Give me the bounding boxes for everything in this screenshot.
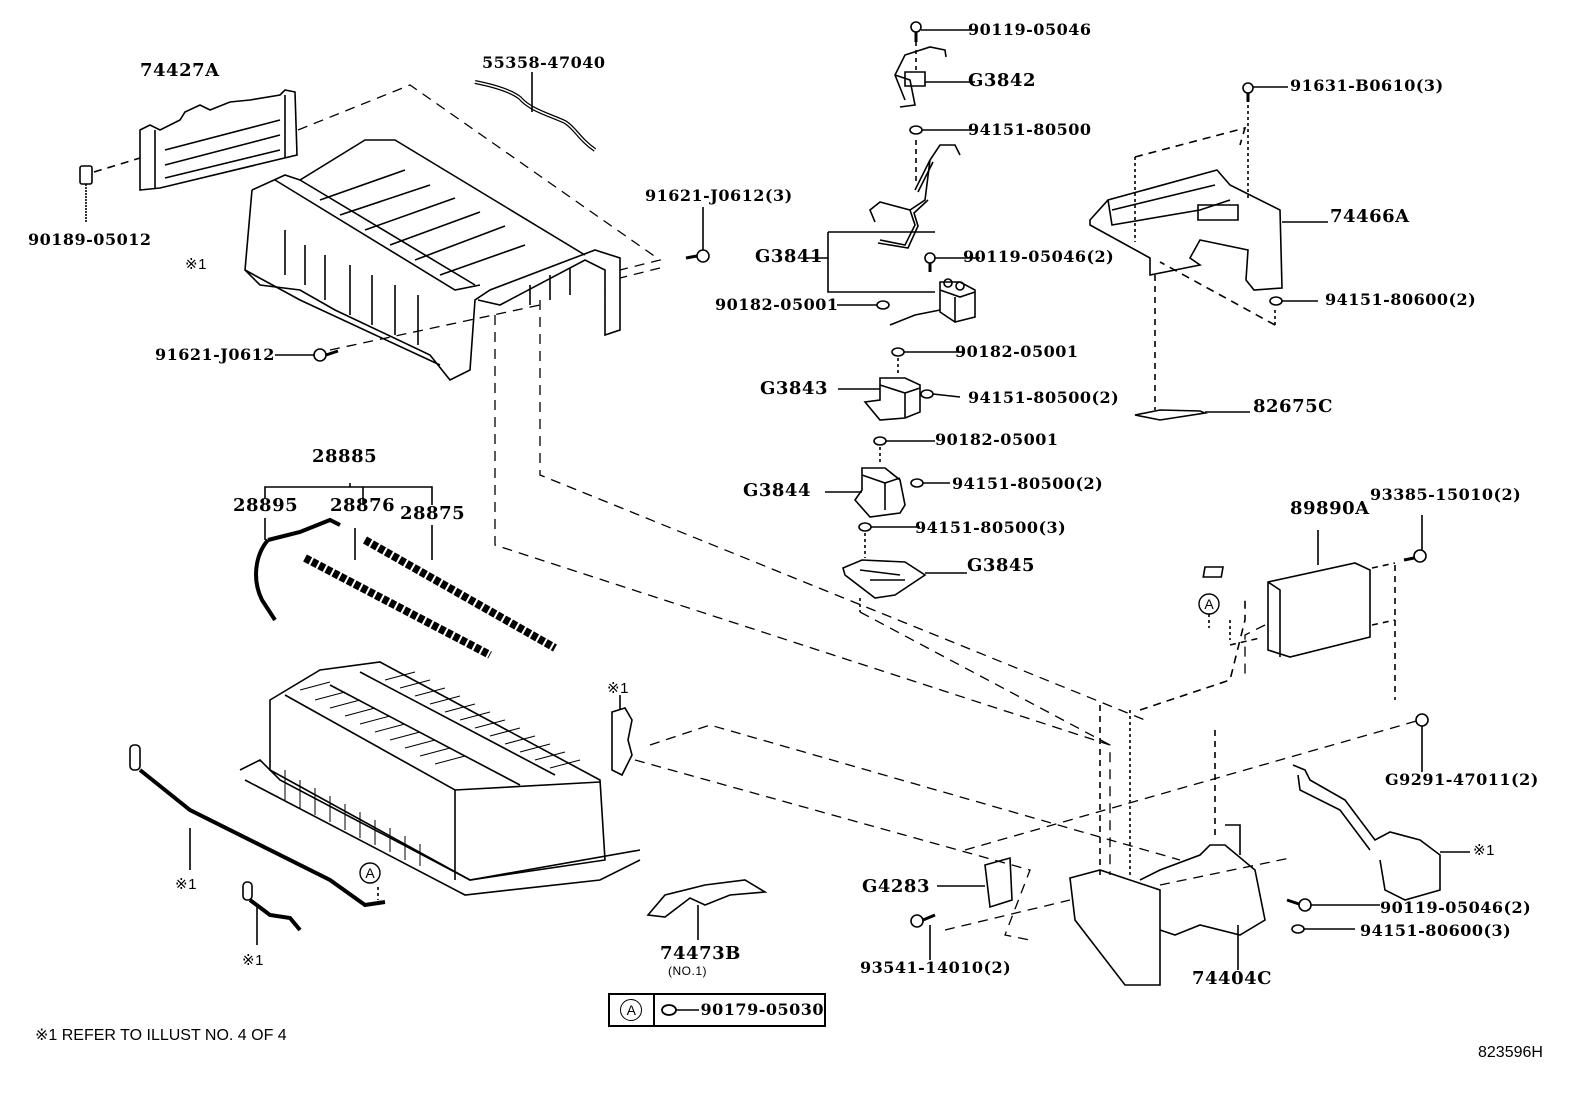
label-90119-05046: 90119-05046: [968, 20, 1092, 39]
label-G4283: G4283: [862, 876, 930, 897]
label-G3844: G3844: [743, 480, 811, 501]
battery-upper-cover: [245, 140, 620, 380]
label-90182-05001-a: 90182-05001: [715, 295, 839, 314]
cable-ref1-short: [243, 882, 300, 945]
label-ref1-long-cable: ※1: [175, 876, 197, 893]
bracket-74473B: [648, 880, 765, 940]
ecu-89890A: [1203, 515, 1426, 700]
label-91631-B0610-3: 91631-B0610(3): [1290, 76, 1444, 95]
legend-part-number: 90179-05030: [700, 1000, 824, 1019]
label-94151-80500: 94151-80500: [968, 120, 1092, 139]
circle-a-ecu-label: A: [1204, 596, 1214, 612]
label-74466A: 74466A: [1330, 206, 1410, 227]
cover-74466A: [1090, 83, 1328, 328]
label-G3842: G3842: [968, 70, 1036, 91]
clip-90189-05012: [80, 158, 140, 222]
label-94151-80600-2: 94151-80600(2): [1325, 290, 1477, 309]
bolt-91621-J0612: [275, 349, 338, 361]
assembly-dashed-lines: [298, 85, 1420, 940]
nut-icon: [661, 1003, 701, 1017]
battery-cell-stack: [240, 662, 640, 895]
label-G3845: G3845: [967, 555, 1035, 576]
gasket-82675C: [1135, 275, 1250, 420]
bracket-74427A: [140, 90, 297, 190]
label-74473B-note: (NO.1): [668, 964, 707, 978]
label-55358-47040: 55358-47040: [482, 53, 606, 72]
label-93541-14010-2: 93541-14010(2): [860, 958, 1012, 977]
fasteners-74404C: [1287, 899, 1380, 933]
cable-ref1-long: [130, 745, 385, 905]
circle-a-pack-label: A: [365, 865, 375, 881]
label-G9291-47011-2: G9291-47011(2): [1385, 770, 1539, 789]
label-28875: 28875: [400, 503, 466, 524]
label-91621-J0612: 91621-J0612: [155, 345, 275, 364]
label-94151-80600-3: 94151-80600(3): [1360, 921, 1512, 940]
bolt-91621-J0612-3: [686, 207, 709, 262]
label-74473B: 74473B: [660, 943, 741, 964]
legend-marker-cell: A: [610, 995, 655, 1025]
label-90182-05001-c: 90182-05001: [935, 430, 1059, 449]
legend-part-cell: 90179-05030: [655, 995, 824, 1025]
legend-box: A 90179-05030: [608, 993, 826, 1027]
junction-stack: [805, 22, 980, 612]
label-94151-80500-2a: 94151-80500(2): [968, 388, 1120, 407]
label-74427A: 74427A: [140, 60, 220, 81]
label-89890A: 89890A: [1290, 498, 1370, 519]
label-91621-J0612-3: 91621-J0612(3): [645, 186, 793, 205]
label-90189-05012: 90189-05012: [28, 230, 152, 249]
label-94151-80500-3: 94151-80500(3): [915, 518, 1067, 537]
service-plug-ref1: [1293, 714, 1470, 900]
label-ref1-short-cable: ※1: [242, 952, 264, 969]
label-28885: 28885: [312, 446, 378, 467]
label-G3841: G3841: [755, 246, 823, 267]
label-28876: 28876: [330, 495, 396, 516]
footnote-refer: ※1 REFER TO ILLUST NO. 4 OF 4: [35, 1027, 287, 1044]
label-82675C: 82675C: [1253, 396, 1333, 417]
label-93385-15010-2: 93385-15010(2): [1370, 485, 1522, 504]
label-G3843: G3843: [760, 378, 828, 399]
legend-marker-a: A: [620, 999, 643, 1021]
label-ref1-plug: ※1: [1473, 842, 1495, 859]
weatherstrip-55358-47040: [475, 72, 595, 150]
label-90119-05046-2: 90119-05046(2): [963, 247, 1115, 266]
label-94151-80500-2b: 94151-80500(2): [952, 474, 1104, 493]
bracket-74404C: [1070, 595, 1265, 985]
label-90119-05046-2b: 90119-05046(2): [1380, 898, 1532, 917]
label-ref1-cover: ※1: [185, 256, 207, 273]
illustration-id: 823596H: [1478, 1044, 1543, 1061]
label-74404C: 74404C: [1192, 968, 1272, 989]
bracket-ref1-pack: [612, 695, 632, 775]
label-90182-05001-b: 90182-05001: [955, 342, 1079, 361]
label-28895: 28895: [233, 495, 299, 516]
busbar-group-28885: [256, 483, 555, 655]
label-ref1-pack-bracket: ※1: [607, 680, 629, 697]
connector-G4283: [911, 858, 1012, 960]
